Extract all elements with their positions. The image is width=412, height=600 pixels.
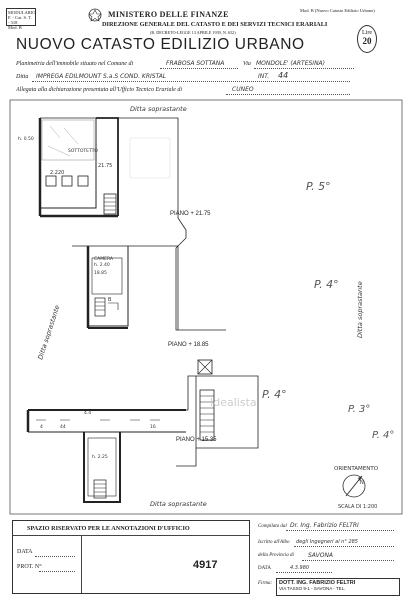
engineer-stamp: DOTT. ING. FABRIZIO FELTRI VIA TASSO 9-1… [276,578,400,596]
comune-value: FRABOSA SOTTANA [166,60,225,67]
piano-1885: PIANO + 18.85 [168,342,209,348]
prot-label: PROT. N° [17,564,42,570]
firma-label: Firma: [258,581,273,586]
floor-plan-drawing: Ditta soprastante SOTTOTETTO h. 0.50 21.… [9,99,403,515]
scala: SCALA DI 1:200 [338,504,377,510]
svg-text:N: N [360,480,364,486]
dim-445: 4.4 [84,410,91,416]
label-camera: CAMERA [94,256,114,262]
main-title: NUOVO CATASTO EDILIZIO URBANO [16,36,305,53]
allegata-label: Allegata alla dichiarazione presentata a… [16,87,182,93]
direction-title: DIREZIONE GENERALE DEL CATASTO E DEI SER… [102,21,328,28]
watermark: Idealista [210,396,257,409]
vertical-divider [81,535,82,593]
emblem-icon [88,8,102,22]
camera-room [91,257,123,295]
stair-bottom-right [199,389,215,441]
dim-16: 16 [150,424,156,430]
albo-dotline [294,546,394,547]
compilata-label: Compilata dal [258,524,287,529]
dim-44: 44 [60,424,66,430]
modello-box: MODULARIO F. - Cat. S. T. - 318 Mod. B [6,8,36,30]
data-dotline-right [276,572,332,573]
dim-2220: 2.220 [50,170,64,176]
modello-line: F. - Cat. S. T. - 318 [8,15,32,25]
sottotetto-room [41,119,95,161]
top-right-mod: Mod. B (Nuovo Catasto Edilizio Urbano) [300,8,375,13]
data-dotline-left [35,556,75,557]
iscritto-label: Iscritto all'Albo [258,540,290,545]
lire-stamp: Lire 20 [357,25,377,53]
via-dotline [254,68,354,69]
lire-label: Lire [362,30,372,36]
ditta-dotline [32,81,350,82]
provincia-label: della Provincia di [258,553,294,558]
modello-line: Mod. B [8,25,22,30]
comune-dotline [160,68,238,69]
ditta-sopra-right: Ditta soprastante [356,281,364,338]
via-label: Via [243,61,251,67]
compilata-value: Dr. Ing. Fabrizio FELTRI [290,522,359,529]
orientamento: ORIENTAMENTO [334,466,379,472]
dim-h725: h. 2.25 [92,454,108,460]
spazio-divider [13,535,249,536]
provincia-dotline [302,560,394,561]
ditta-sopra-top: Ditta soprastante [130,105,187,113]
p4-mid: P. 4° [314,278,339,291]
modello-line: MODULARIO [8,10,36,15]
p3-right: P. 3° [348,404,370,415]
wall-outline-right [40,117,226,331]
data-label-left: DATA [17,549,33,555]
p4-right: P. 4° [262,388,287,401]
ufficio-value: CUNEO [232,86,254,93]
via-value: MONDOLE' (ARTESINA) [256,60,326,67]
prot-dotline [39,571,75,572]
h-camera: h. 2.40 [94,262,110,268]
compilata-dotline [286,530,394,531]
compass-icon: N [342,474,366,498]
ditta-sopra-left: Ditta soprastante [36,304,61,360]
plan-piano-2175 [38,117,226,331]
planimetria-label: Planimetria dell'immobile situato nel Co… [16,61,134,67]
data-value-right: 4.3.980 [290,565,310,571]
stamp-line-1: DOTT. ING. FABRIZIO FELTRI [279,580,356,586]
vent-box [197,359,213,375]
piano-2175: PIANO + 21.75 [170,211,211,217]
dim-4: 4 [40,424,43,430]
lire-value: 20 [362,36,372,46]
regio-decreto: (R. DECRETO-LEGGE 13 APRILE 1939, N. 652… [150,30,236,35]
stair-bottom [93,479,107,499]
int-value: 44 [278,71,289,80]
h-top: h. 0.50 [18,136,34,142]
spazio-title: SPAZIO RISERVATO PER LE ANNOTAZIONI D'UF… [27,525,190,532]
drawing-frame [9,99,403,515]
stair-top [103,193,117,215]
int-label: INT. [258,73,270,80]
ditta-label: Ditta [16,74,29,80]
data-label-right: DATA [258,566,271,571]
provincia-value: SAVONA [308,552,334,559]
prot-value: 4917 [193,559,218,571]
plan-piano-1885 [72,245,179,330]
p5-top: P. 5° [306,180,331,193]
label-sottotetto: SOTTOTETTO [68,148,98,154]
albo-value: degli Ingegneri al n° 285 [296,539,358,545]
plan-piano-1535 [26,359,259,503]
allegata-dotline [226,94,350,95]
piano-1535: PIANO + 15.35 [176,437,217,443]
dim-1885: 18.85 [94,270,107,276]
p4-lower: P. 4° [372,430,394,441]
label-b: B [108,297,112,303]
dim-2175: 21.75 [98,163,112,169]
ministry-title: MINISTERO DELLE FINANZE [108,10,229,19]
ditta-value: IMPREGA EDILMOUNT S.a.S COND. KRISTAL [36,73,167,80]
stamp-line-2: VIA TASSO 9-1 - SAVONA - TEL. [279,586,346,591]
ditta-sopra-bottom: Ditta soprastante [150,500,207,508]
annotations-box: SPAZIO RISERVATO PER LE ANNOTAZIONI D'UF… [12,520,250,594]
